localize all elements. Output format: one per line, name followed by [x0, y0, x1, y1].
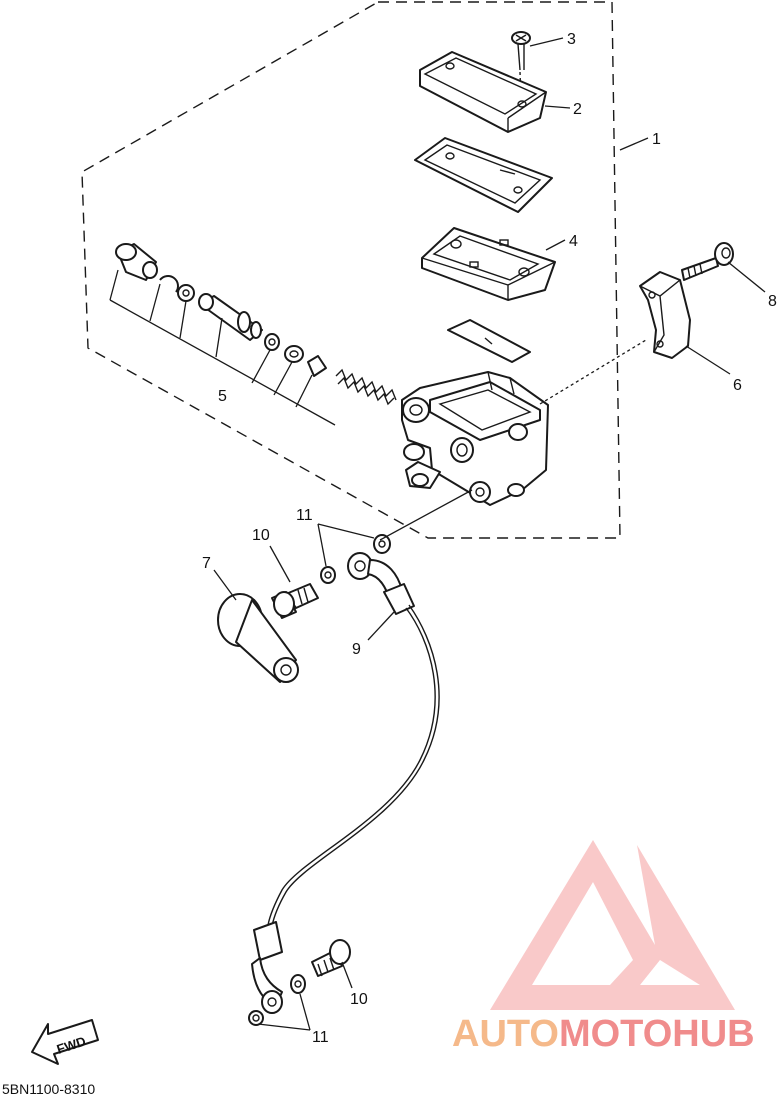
callout-7: 7 [202, 555, 211, 572]
callout-1: 1 [652, 131, 661, 148]
callout-3: 3 [567, 31, 576, 48]
diaphragm-plate [414, 137, 553, 213]
callout-8: 8 [768, 293, 777, 310]
protector-cap-part-7 [217, 593, 299, 683]
float-plate [447, 319, 531, 363]
union-bolt-part-10-upper [271, 583, 319, 619]
piston-kit-part-5 [109, 243, 397, 426]
clamp-holder-part-6 [639, 271, 691, 359]
callout-5: 5 [218, 388, 227, 405]
fwd-arrow-icon [31, 1019, 99, 1065]
diagram-code: 5BN1100-8310 [2, 1081, 95, 1096]
diaphragm-part-4 [421, 227, 556, 301]
union-bolt-part-10-lower [311, 939, 351, 977]
lower-banjo-fitting [248, 974, 306, 1026]
callout-9: 9 [352, 641, 361, 658]
callout-leaders [213, 37, 766, 1031]
clamp-bolt-part-8 [681, 242, 734, 281]
callout-2: 2 [573, 101, 582, 118]
upper-banjo-fitting [320, 534, 415, 615]
watermark-part-3: HUB [672, 1013, 754, 1055]
callout-11-lower: 11 [312, 1029, 329, 1046]
watermark-logo-icon [490, 840, 735, 1010]
callout-10-upper: 10 [252, 527, 270, 544]
watermark-text: AUTOMOTOHUB [452, 1013, 755, 1055]
watermark-part-2: MOTO [559, 1013, 672, 1055]
watermark-part-1: AUTO [452, 1013, 559, 1055]
master-cylinder-body [401, 371, 549, 506]
callout-4: 4 [569, 233, 578, 250]
reservoir-cap-part-2 [419, 51, 547, 133]
callout-11-upper: 11 [296, 507, 313, 524]
callout-10-lower: 10 [350, 991, 368, 1008]
callout-6: 6 [733, 377, 742, 394]
assembly-boundary [81, 1, 621, 539]
